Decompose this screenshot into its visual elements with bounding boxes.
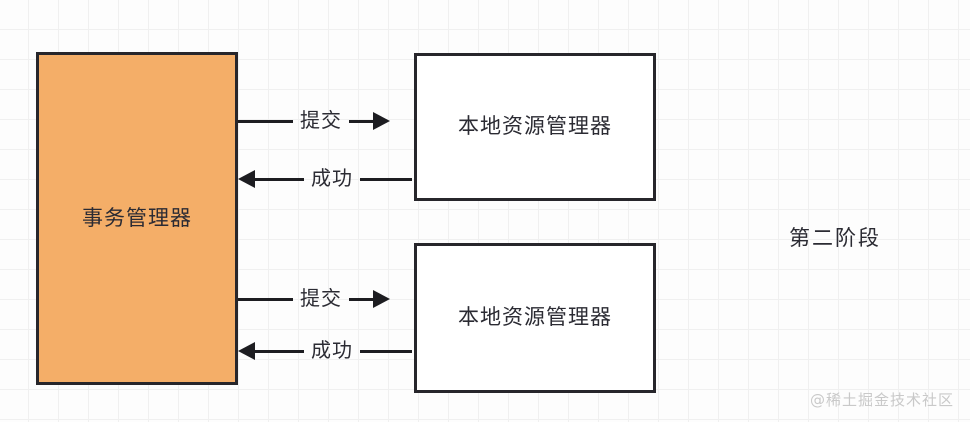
node-local-resource-manager-2-label: 本地资源管理器 (458, 305, 612, 330)
edge-line-segment (254, 177, 304, 181)
arrow-head-left-icon (238, 342, 255, 360)
edge-commit-to-participant-1-label: 提交 (300, 108, 342, 132)
edge-line-segment (238, 119, 293, 123)
phase-caption: 第二阶段 (789, 226, 881, 250)
watermark: @稀土掘金技术社区 (809, 391, 954, 409)
edge-line-segment (238, 297, 293, 301)
edge-success-from-participant-2-label: 成功 (311, 338, 353, 362)
edge-line-segment (349, 119, 374, 123)
arrow-head-right-icon (373, 290, 390, 308)
edge-line-segment (254, 349, 304, 353)
node-transaction-manager[interactable]: 事务管理器 (36, 52, 238, 385)
node-transaction-manager-label: 事务管理器 (82, 205, 192, 230)
edge-line-segment (349, 297, 374, 301)
edge-commit-to-participant-2: 提交 (238, 285, 416, 313)
edge-success-from-participant-1: 成功 (238, 165, 416, 193)
edge-line-segment (360, 177, 412, 181)
edge-success-from-participant-2: 成功 (238, 337, 416, 365)
edge-success-from-participant-1-label: 成功 (311, 166, 353, 190)
arrow-head-right-icon (373, 112, 390, 130)
node-local-resource-manager-1-label: 本地资源管理器 (458, 114, 612, 139)
edge-commit-to-participant-2-label: 提交 (300, 286, 342, 310)
arrow-head-left-icon (238, 170, 255, 188)
node-local-resource-manager-1[interactable]: 本地资源管理器 (414, 53, 656, 201)
node-local-resource-manager-2[interactable]: 本地资源管理器 (414, 243, 656, 393)
edge-commit-to-participant-1: 提交 (238, 107, 416, 135)
edge-line-segment (360, 349, 412, 353)
